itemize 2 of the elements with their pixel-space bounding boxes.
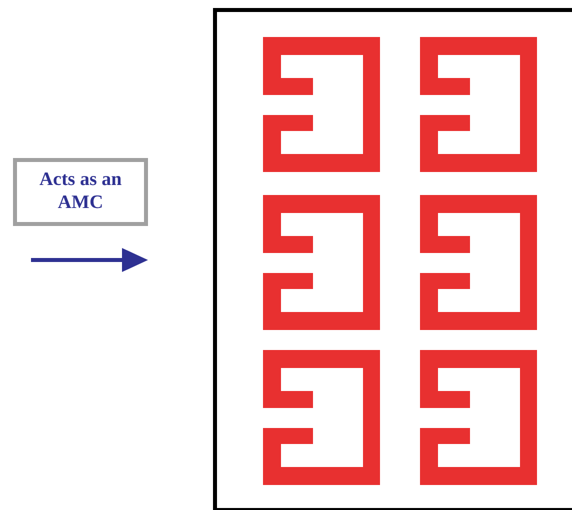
box-label: Acts as an AMC <box>38 169 123 215</box>
text-box <box>13 158 148 226</box>
